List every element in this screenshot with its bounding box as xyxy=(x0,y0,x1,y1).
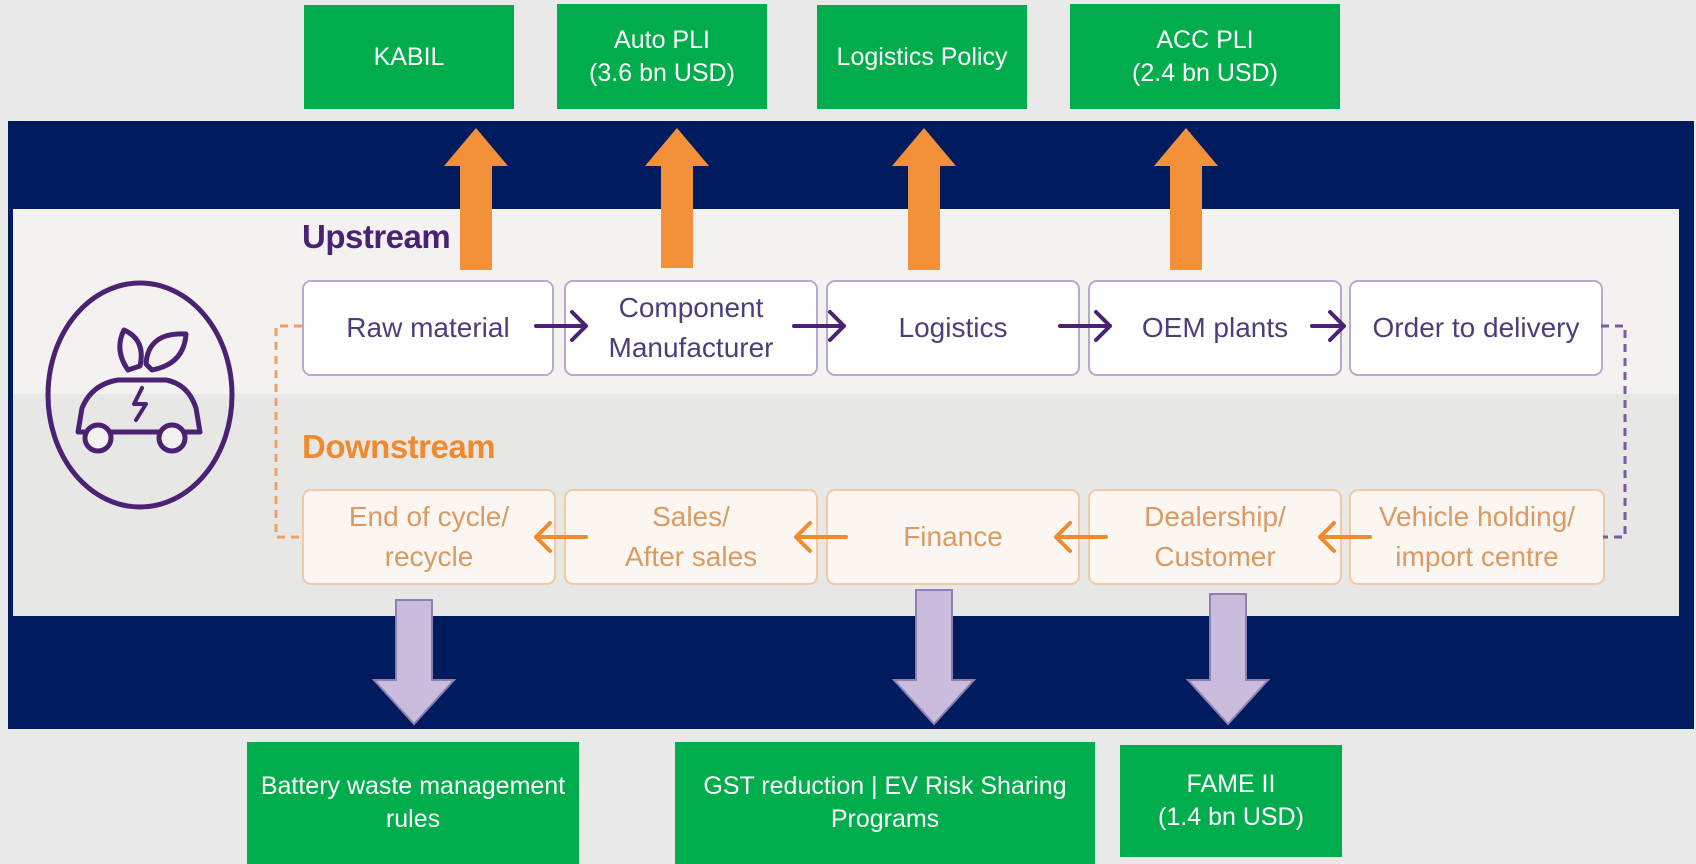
step-label-cont: Customer xyxy=(1154,541,1276,572)
policy-label: Auto PLI xyxy=(614,25,710,54)
policy-amount: (1.4 bn USD) xyxy=(1158,803,1304,831)
step-raw-material: Raw material xyxy=(302,280,554,376)
step-label: Logistics xyxy=(898,312,1008,343)
step-label: Order to delivery xyxy=(1372,312,1580,343)
policy-label: ACC PLI xyxy=(1156,25,1254,54)
orange-up-arrow-icon xyxy=(444,128,1218,270)
step-end-of-cycle: End of cycle/ recycle xyxy=(302,489,556,585)
policy-label: Logistics Policy xyxy=(836,42,1008,71)
policy-label-cont: Programs xyxy=(830,805,940,833)
step-order-to-delivery: Order to delivery xyxy=(1349,280,1603,376)
step-label: Dealership/ xyxy=(1144,501,1286,532)
step-vehicle-holding: Vehicle holding/ import centre xyxy=(1349,489,1605,585)
policy-auto-pli: Auto PLI (3.6 bn USD) xyxy=(557,4,767,109)
step-label-cont: import centre xyxy=(1395,541,1559,572)
orange-left-arrow-icon xyxy=(534,521,1372,553)
policy-logistics: Logistics Policy xyxy=(817,5,1027,109)
policy-battery-waste: Battery waste management rules xyxy=(247,742,579,864)
step-label: End of cycle/ xyxy=(348,501,510,532)
policy-label: KABIL xyxy=(373,42,445,71)
step-finance: Finance xyxy=(826,489,1080,585)
policy-fame-ii: FAME II (1.4 bn USD) xyxy=(1120,745,1342,857)
step-label: Raw material xyxy=(346,312,510,343)
policy-gst-ev-risk: GST reduction | EV Risk Sharing Programs xyxy=(675,742,1095,864)
policy-label: FAME II xyxy=(1186,770,1276,798)
upstream-title: Upstream xyxy=(302,218,451,255)
policy-amount: (2.4 bn USD) xyxy=(1132,58,1278,87)
policy-acc-pli: ACC PLI (2.4 bn USD) xyxy=(1070,4,1340,109)
policy-amount: (3.6 bn USD) xyxy=(589,58,735,87)
downstream-title: Downstream xyxy=(302,428,496,465)
policy-label: GST reduction | EV Risk Sharing xyxy=(703,772,1067,800)
step-sales: Sales/ After sales xyxy=(564,489,818,585)
step-label: Component xyxy=(618,292,764,323)
loop-connector-right xyxy=(1601,324,1627,539)
loop-connector-left xyxy=(274,324,302,539)
step-label: Sales/ xyxy=(652,501,730,532)
step-label: OEM plants xyxy=(1141,312,1289,343)
step-logistics: Logistics xyxy=(826,280,1080,376)
step-label: Finance xyxy=(903,521,1003,552)
policy-kabil: KABIL xyxy=(304,5,514,109)
lavender-down-arrow-icon xyxy=(371,589,1271,726)
step-label-cont: Manufacturer xyxy=(608,332,774,363)
step-dealership: Dealership/ Customer xyxy=(1088,489,1342,585)
policy-label: Battery waste management xyxy=(260,772,566,800)
purple-right-arrow-icon xyxy=(534,310,1346,342)
step-label: Vehicle holding/ xyxy=(1378,501,1576,532)
ev-car-leaf-icon xyxy=(45,280,235,510)
step-oem-plants: OEM plants xyxy=(1088,280,1342,376)
step-label-cont: recycle xyxy=(384,541,474,572)
step-label-cont: After sales xyxy=(624,541,758,572)
policy-label-cont: rules xyxy=(385,805,441,833)
